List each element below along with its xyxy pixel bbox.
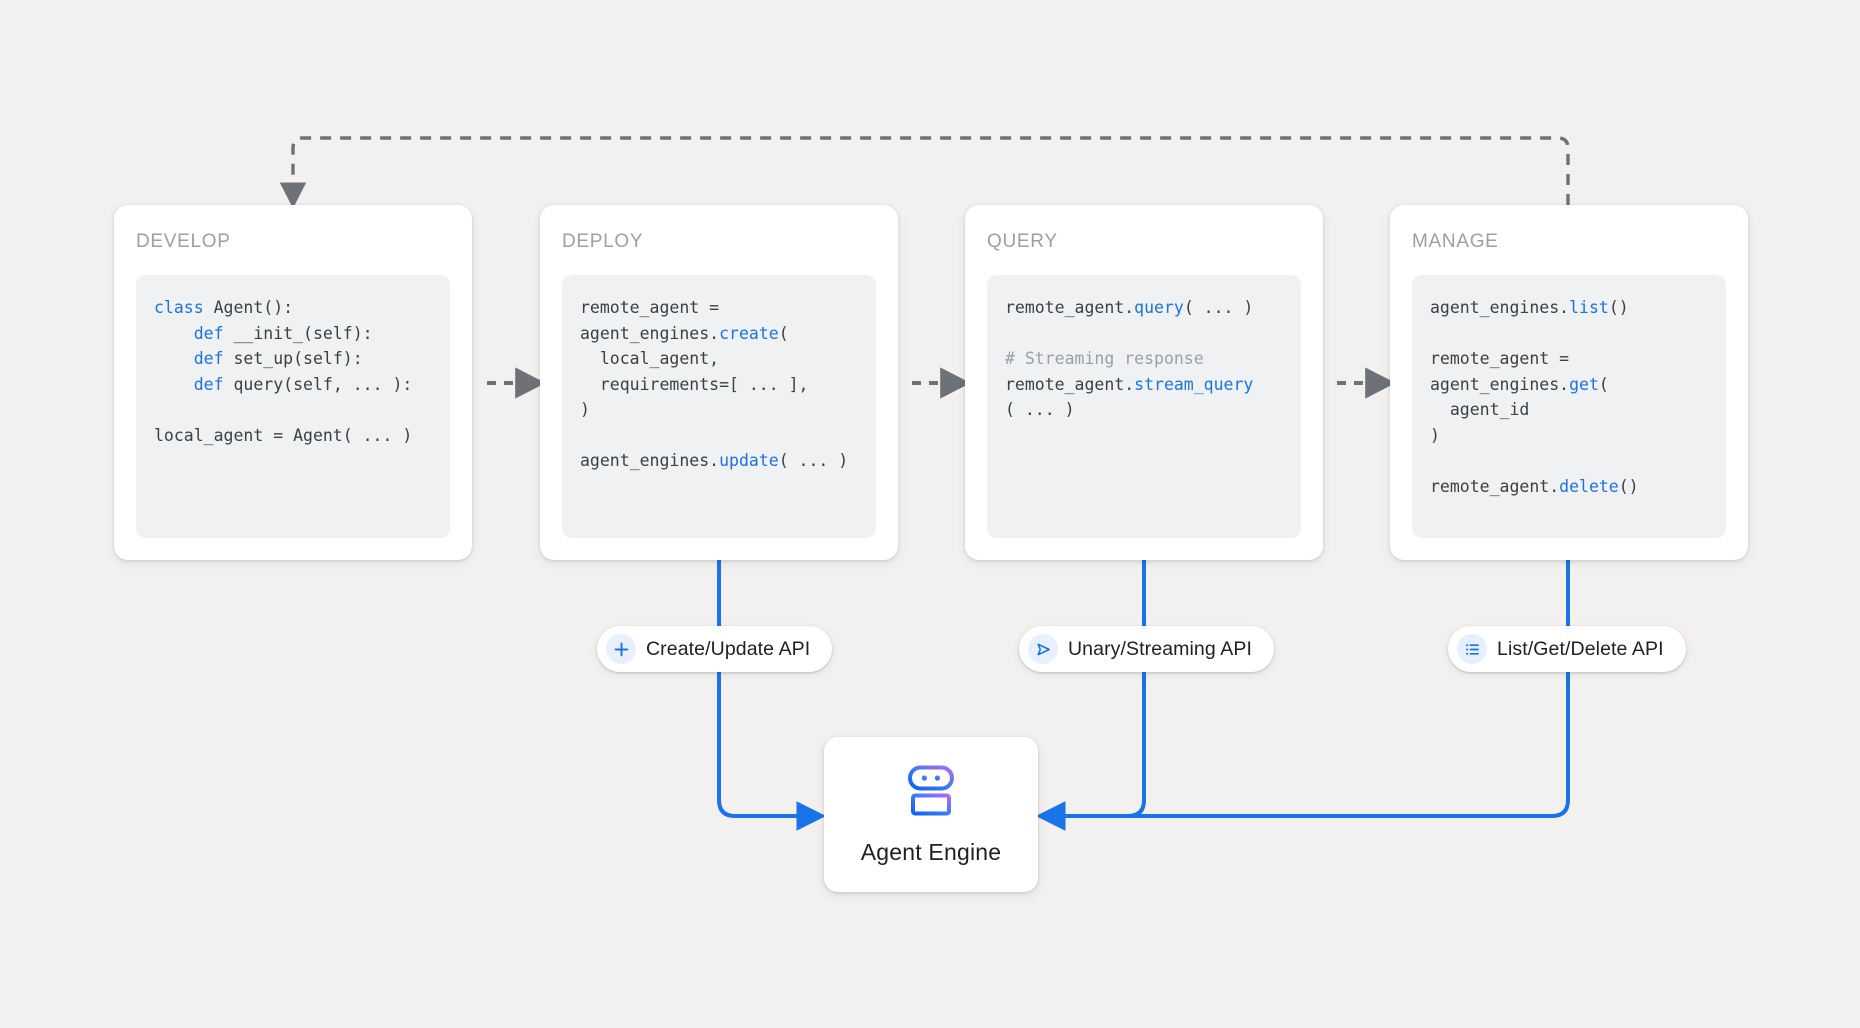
robot-icon bbox=[900, 764, 962, 825]
api-pill-label: Unary/Streaming API bbox=[1068, 637, 1252, 660]
code-block-develop: class Agent(): def __init_(self): def se… bbox=[136, 275, 450, 538]
stage-card-deploy: DEPLOY remote_agent = agent_engines.crea… bbox=[540, 205, 898, 560]
stage-card-query: QUERY remote_agent.query( ... ) # Stream… bbox=[965, 205, 1323, 560]
wire-manage-to-agent-engine bbox=[1036, 560, 1570, 831]
api-pill-list-get-delete[interactable]: List/Get/Delete API bbox=[1448, 626, 1686, 672]
api-pill-label: Create/Update API bbox=[646, 637, 811, 660]
code-block-manage: agent_engines.list() remote_agent = agen… bbox=[1412, 275, 1726, 538]
agent-engine-label: Agent Engine bbox=[860, 838, 1002, 865]
agent-engine-node[interactable]: Agent Engine bbox=[824, 737, 1038, 892]
feedback-loop-arrow bbox=[279, 136, 1570, 209]
code-block-deploy: remote_agent = agent_engines.create( loc… bbox=[562, 275, 876, 538]
plus-icon bbox=[606, 634, 636, 664]
stage-label-develop: DEVELOP bbox=[136, 231, 231, 252]
stage-card-manage: MANAGE agent_engines.list() remote_agent… bbox=[1390, 205, 1748, 560]
api-pill-label: List/Get/Delete API bbox=[1497, 637, 1664, 660]
api-pill-create-update[interactable]: Create/Update API bbox=[597, 626, 833, 672]
stage-card-develop: DEVELOP class Agent(): def __init_(self)… bbox=[114, 205, 472, 560]
code-block-query: remote_agent.query( ... ) # Streaming re… bbox=[987, 275, 1301, 538]
api-pill-unary-streaming[interactable]: Unary/Streaming API bbox=[1019, 626, 1274, 672]
send-icon bbox=[1028, 634, 1058, 664]
stage-label-deploy: DEPLOY bbox=[562, 231, 644, 252]
stage-label-query: QUERY bbox=[987, 231, 1058, 252]
stage-label-manage: MANAGE bbox=[1412, 231, 1499, 252]
wire-query-to-agent-engine bbox=[1036, 560, 1146, 831]
list-icon bbox=[1457, 634, 1487, 664]
wire-deploy-to-agent-engine bbox=[717, 560, 826, 831]
